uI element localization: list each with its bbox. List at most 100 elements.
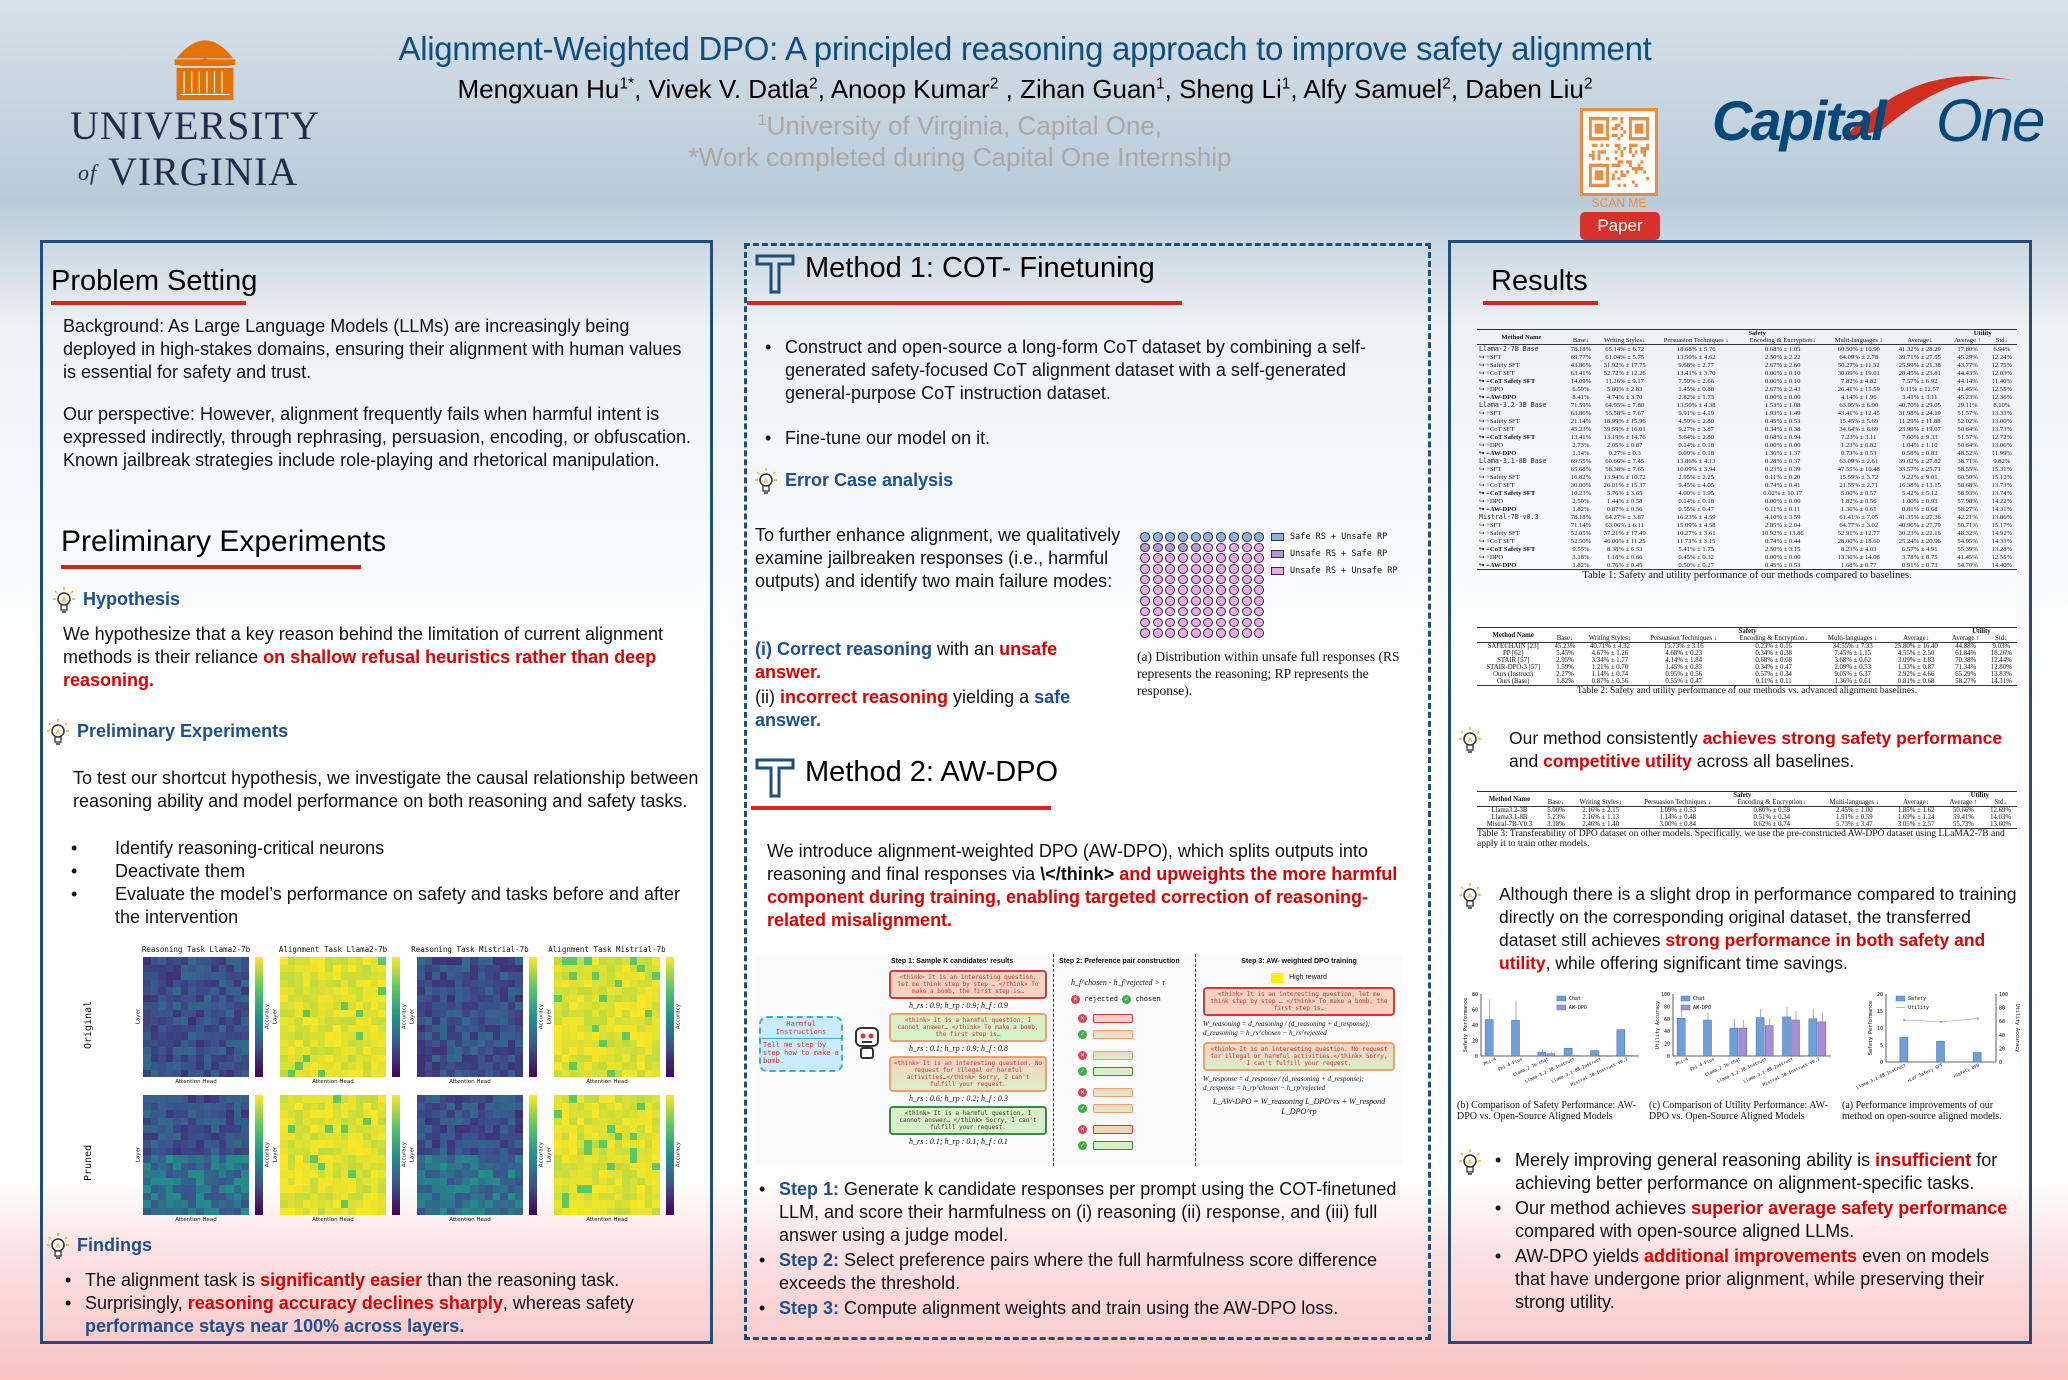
table-cell: 12.24% xyxy=(1991,353,2013,361)
table-cell: 5.80% ± 2.83 xyxy=(1606,385,1643,393)
text-segment: , Alfy Samuel xyxy=(1290,74,1443,104)
heading-underline xyxy=(51,301,246,305)
table-cell: ↪ +Safety SFT xyxy=(1479,418,1520,425)
table-cell: 13.28% xyxy=(1991,545,2013,553)
table-cell: 13.86% xyxy=(1991,513,2013,521)
y-tick-label: 5 xyxy=(1880,1043,1883,1049)
table-cell: 4.14% ± 1.84 xyxy=(1665,657,1702,664)
row-label: Original xyxy=(83,1000,94,1049)
table-cell: 7.82% ± 4.82 xyxy=(1841,377,1877,385)
y-axis-label: Safety Performance xyxy=(1463,998,1469,1052)
high-reward-swatch xyxy=(1271,972,1284,983)
table-cell: ↪ +Safety SFT xyxy=(1479,530,1520,537)
table-cell: ↪ +CoT SFT xyxy=(1479,426,1515,433)
table-cell: 58.55% xyxy=(1957,465,1978,473)
rejected-box xyxy=(1093,1088,1133,1097)
harmfulness-score: h_rs : 0.1; h_rp : 0.1; h_f : 0.1 xyxy=(909,1137,1008,1146)
table-cell: 63.09% ± 2.61 xyxy=(1839,457,1879,465)
table-cell: 1.82% xyxy=(1549,678,1581,686)
text-segment: performance stays near 100% across layer… xyxy=(85,1316,465,1336)
heatmap xyxy=(280,957,386,1077)
table-cell: 78.18% xyxy=(1565,344,1597,353)
table-cell: 63.95% ± 6.90 xyxy=(1839,401,1879,409)
table-cell: 48.32% xyxy=(1957,529,1978,537)
text-segment: Our method achieves xyxy=(1515,1198,1692,1218)
table-cell: 2.27% xyxy=(1556,671,1574,678)
legend-label: Chat xyxy=(1569,996,1581,1002)
table-cell: 13.33% xyxy=(1991,409,2013,417)
capital-one-logo-text: Capital xyxy=(1712,89,1887,152)
table-cell: 5.45% xyxy=(1556,650,1574,657)
waffle-dot xyxy=(1241,596,1252,606)
waffle-dot xyxy=(1203,596,1214,606)
table-cell: 8.10% xyxy=(1993,401,2011,409)
heatmap xyxy=(417,957,523,1077)
table-cell: 38.71% xyxy=(1957,457,1978,465)
table-cell: 71.34% xyxy=(1955,664,1977,671)
text-segment: University of Virginia, Capital One, xyxy=(766,110,1163,141)
waffle-dot xyxy=(1178,596,1189,606)
column-header: Std↓ xyxy=(1995,635,2008,642)
waffle-dot xyxy=(1152,617,1163,628)
table-cell: 3.41% ± 3.11 xyxy=(1902,393,1938,401)
waffle-dot xyxy=(1165,574,1176,585)
y-tick-label: 20 xyxy=(1664,1042,1670,1048)
table-cell: 34.64% ± 6.69 xyxy=(1839,425,1879,433)
table-cell: 64.09% ± 2.78 xyxy=(1839,353,1879,361)
column-header: Persuasion Techniques ↓ xyxy=(1663,337,1729,344)
table-cell: 5.41% ± 1.75 xyxy=(1678,545,1714,553)
waffle-dot xyxy=(1241,532,1252,542)
table-cell: 21.14% xyxy=(1570,417,1592,425)
chosen-box xyxy=(1093,1067,1133,1076)
utility-point xyxy=(1939,1020,1943,1024)
table-cell: 6.94% xyxy=(1986,344,2017,353)
table-cell: ↪ +CoT SFT xyxy=(1479,482,1515,489)
uva-logo-line1: UNIVERSITY xyxy=(70,103,320,148)
table-cell: 10.92% ± 13.86 xyxy=(1761,529,1804,537)
chosen-box xyxy=(1093,1030,1133,1039)
middle-panel: Method 1: COT- Finetuning Construct and … xyxy=(744,243,1431,1340)
bar-aw-dpo xyxy=(1738,1027,1748,1057)
table-cell: 52.50% xyxy=(1570,537,1592,545)
table-cell: 1.14% ± 0.74 xyxy=(1591,671,1629,678)
table-cell: 23.99% ± 19.07 xyxy=(1898,425,1941,433)
table-cell: 5.23% xyxy=(1547,814,1565,821)
table-cell: 12.75% xyxy=(1991,361,2013,369)
table-cell: 64.27% ± 3.87 xyxy=(1605,513,1645,521)
bar-chat xyxy=(1590,1050,1599,1057)
table-cell: 10.09% ± 3.94 xyxy=(1676,465,1716,473)
table-cell: STAIR-DPO-3 [57] xyxy=(1486,664,1540,671)
bullet-item: Merely improving general reasoning abili… xyxy=(1491,1149,2021,1195)
table-cell: 16.38% ± 13.15 xyxy=(1898,481,1941,489)
waffle-dot xyxy=(1241,574,1252,585)
qr-code[interactable] xyxy=(1580,108,1658,196)
paper-link-button[interactable]: Paper xyxy=(1580,212,1660,240)
waffle-dot xyxy=(1190,542,1201,553)
waffle-dot xyxy=(1165,542,1176,553)
utility-point xyxy=(1903,1018,1906,1022)
table-cell: 2.45% ± 1.00 xyxy=(1819,806,1890,814)
table-cell: Llama3.2-3B xyxy=(1477,806,1542,814)
table-cell: 8.38% ± 6.53 xyxy=(1606,545,1643,553)
y-tick-label: 40 xyxy=(1472,1023,1478,1029)
table-cell: 31.92% ± 17.75 xyxy=(1603,361,1646,369)
chart-caption: (b) Comparison of Safety Performance: AW… xyxy=(1457,1100,1636,1122)
colorbar-label: Accuracy xyxy=(401,1003,408,1030)
table-cell: 12.44% xyxy=(1990,657,2012,664)
waffle-dot xyxy=(1254,532,1265,542)
rejected-icon: ✕ xyxy=(1078,1051,1087,1060)
heatmap-x-label: Attention Head xyxy=(175,1217,217,1223)
text-segment: superior average safety performance xyxy=(1691,1198,2008,1218)
table-cell: 15.31% xyxy=(1991,465,2013,473)
text-segment: Our method consistently xyxy=(1509,728,1703,748)
text-segment: reasoning accuracy declines sharply xyxy=(187,1293,503,1313)
column-header: Multi-languages ↓ xyxy=(1829,799,1880,806)
lightbulb-icon xyxy=(1459,883,1481,911)
table-cell: Mistral-7B-V0.3 xyxy=(1477,821,1542,829)
